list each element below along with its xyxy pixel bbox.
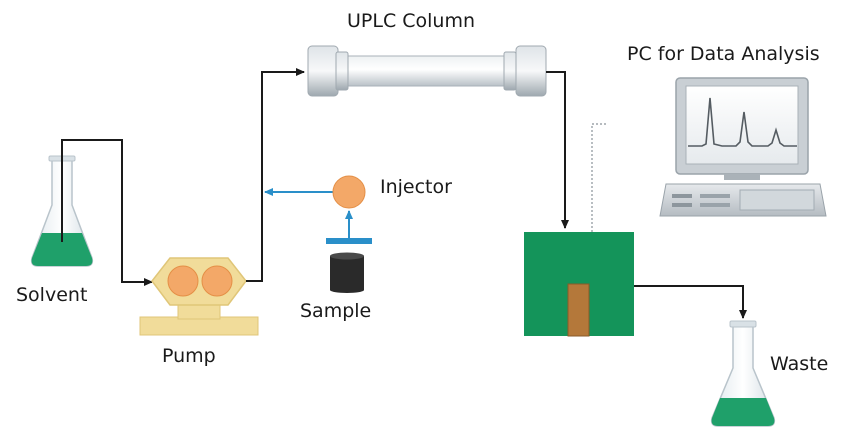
detector-to-waste-line xyxy=(634,285,747,319)
sample-vial xyxy=(330,252,364,293)
pump-head-left xyxy=(167,265,199,297)
solvent-to-pump-line xyxy=(61,139,153,286)
data-cable xyxy=(591,123,606,232)
label-uplc-column: UPLC Column xyxy=(347,10,476,32)
uplc-column xyxy=(307,45,547,97)
injector xyxy=(332,175,366,209)
pump-base xyxy=(139,316,259,336)
detector xyxy=(524,232,634,337)
waste-liquid xyxy=(711,398,775,426)
column-to-detector-line xyxy=(546,71,569,229)
label-sample: Sample xyxy=(300,300,372,322)
pump-to-column-line xyxy=(246,68,305,282)
column-end-cap-right xyxy=(515,45,547,97)
label-pump: Pump xyxy=(162,345,216,367)
chromatogram-trace xyxy=(688,97,797,147)
label-pc: PC for Data Analysis xyxy=(627,43,820,65)
label-waste: Waste xyxy=(770,353,829,375)
pc-computer xyxy=(659,77,827,217)
label-injector: Injector xyxy=(380,176,452,198)
label-solvent: Solvent xyxy=(16,284,88,306)
detector-flow-cell xyxy=(567,283,590,337)
solvent-liquid xyxy=(31,233,93,266)
pump-head-right xyxy=(201,265,233,297)
waste-flask xyxy=(710,320,776,427)
pump xyxy=(139,257,259,336)
column-end-cap-left xyxy=(307,45,339,97)
sample-holder xyxy=(326,238,372,244)
